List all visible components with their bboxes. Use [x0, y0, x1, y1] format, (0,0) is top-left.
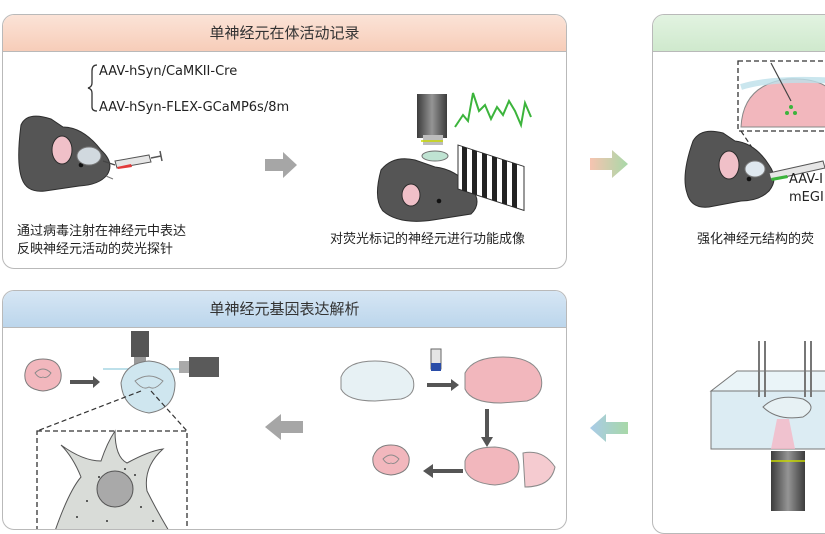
syringe-icon — [768, 160, 825, 181]
panel-in-vivo-recording-header: 单神经元在体活动记录 — [3, 15, 566, 52]
arrow-right-icon — [70, 376, 100, 388]
brain-cleared-pink-icon — [464, 356, 543, 404]
virus-label-2: AAV-hSyn-FLEX-GCaMP6s/8m — [99, 100, 290, 115]
arrow-right-gradient-icon — [590, 150, 628, 178]
virus-bracket — [87, 64, 98, 112]
caption-structure: 强化神经元结构的荧 — [697, 232, 815, 247]
panel-in-vivo-recording-title: 单神经元在体活动记录 — [209, 24, 360, 42]
panel-structure-reconstruction-header — [653, 15, 825, 52]
imaging-chamber-icon — [709, 341, 825, 450]
caption-injection-line2: 反映神经元活动的荧光探针 — [17, 242, 174, 257]
arrow-right-icon — [265, 152, 297, 178]
arrow-left-icon — [423, 464, 463, 478]
caption-imaging: 对荧光标记的神经元进行功能成像 — [330, 232, 526, 247]
panel-gene-expression-title: 单神经元基因表达解析 — [209, 300, 360, 318]
panel-gene-expression-header: 单神经元基因表达解析 — [3, 291, 566, 328]
virus-label-1: AAV-hSyn/CaMKII-Cre — [99, 64, 238, 79]
tissue-zoom-box — [737, 60, 825, 132]
syringe-icon — [102, 150, 163, 169]
brain-slice-icon — [24, 358, 62, 392]
microscope-objective-icon — [417, 94, 449, 162]
reagent-tube-icon — [430, 348, 442, 371]
virus-label-2: mEGI — [789, 190, 824, 205]
caption-injection-line1: 通过病毒注射在神经元中表达 — [17, 224, 187, 239]
arrow-right-icon — [427, 379, 459, 391]
brain-sectioned-icon — [464, 446, 556, 488]
virus-label-1: AAV-I — [789, 172, 823, 187]
panel-gene-expression: 单神经元基因表达解析 — [2, 290, 567, 530]
mouse-injection-icon — [18, 115, 114, 192]
arrow-down-icon — [481, 409, 493, 447]
slice-microscope-icon — [103, 331, 219, 414]
brain-whole-outline-icon — [340, 360, 415, 402]
arrow-left-icon — [265, 414, 303, 440]
microscope-objective-icon — [771, 451, 805, 511]
mouse-imaging-icon — [377, 158, 478, 222]
neuron-cell-icon — [55, 429, 169, 529]
calcium-trace-icon — [454, 92, 532, 129]
panel-structure-reconstruction: AAV-I mEGI 强化神经元结构的荧 — [652, 14, 825, 534]
arrow-left-gradient-icon — [590, 414, 628, 442]
mouse-injection-icon — [684, 130, 775, 208]
panel-in-vivo-recording: 单神经元在体活动记录 — [2, 14, 567, 269]
neuron-zoom-box — [36, 430, 188, 529]
brain-slice-result-icon — [372, 444, 410, 476]
visual-stimulus-grating-icon — [457, 144, 525, 212]
